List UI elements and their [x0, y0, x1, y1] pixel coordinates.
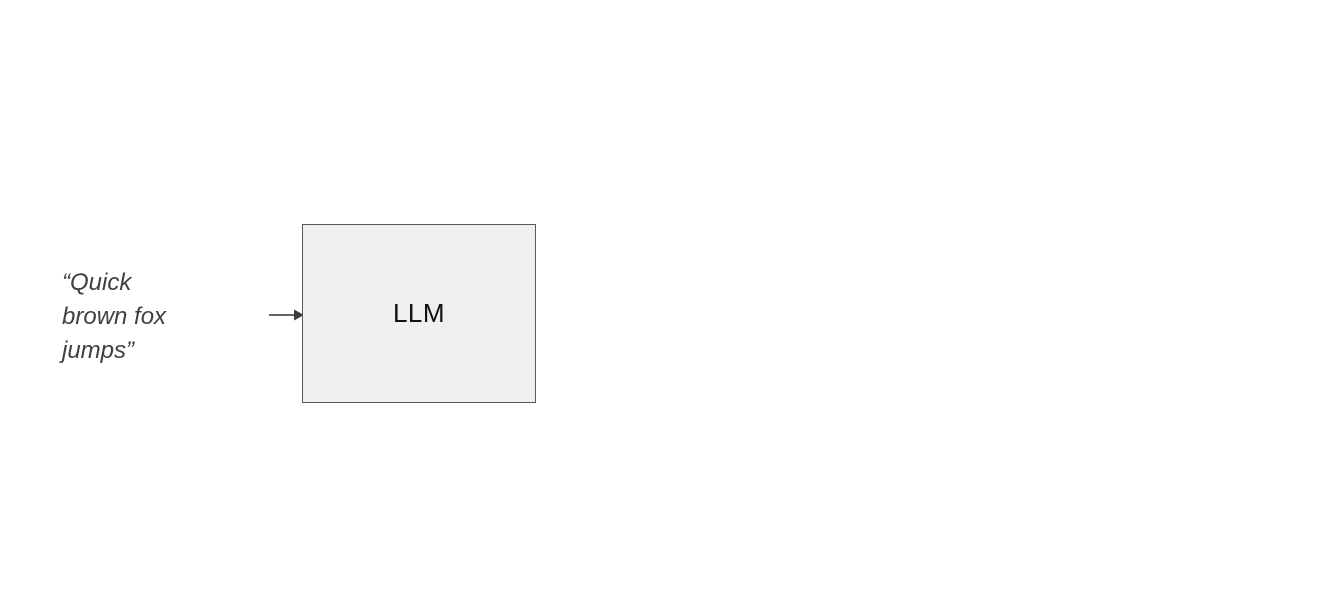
- llm-node-label: LLM: [392, 298, 446, 328]
- arrow-right-icon: [269, 309, 304, 321]
- input-text-label: “Quick brown fox jumps”: [62, 269, 167, 364]
- llm-node: LLM: [302, 224, 536, 403]
